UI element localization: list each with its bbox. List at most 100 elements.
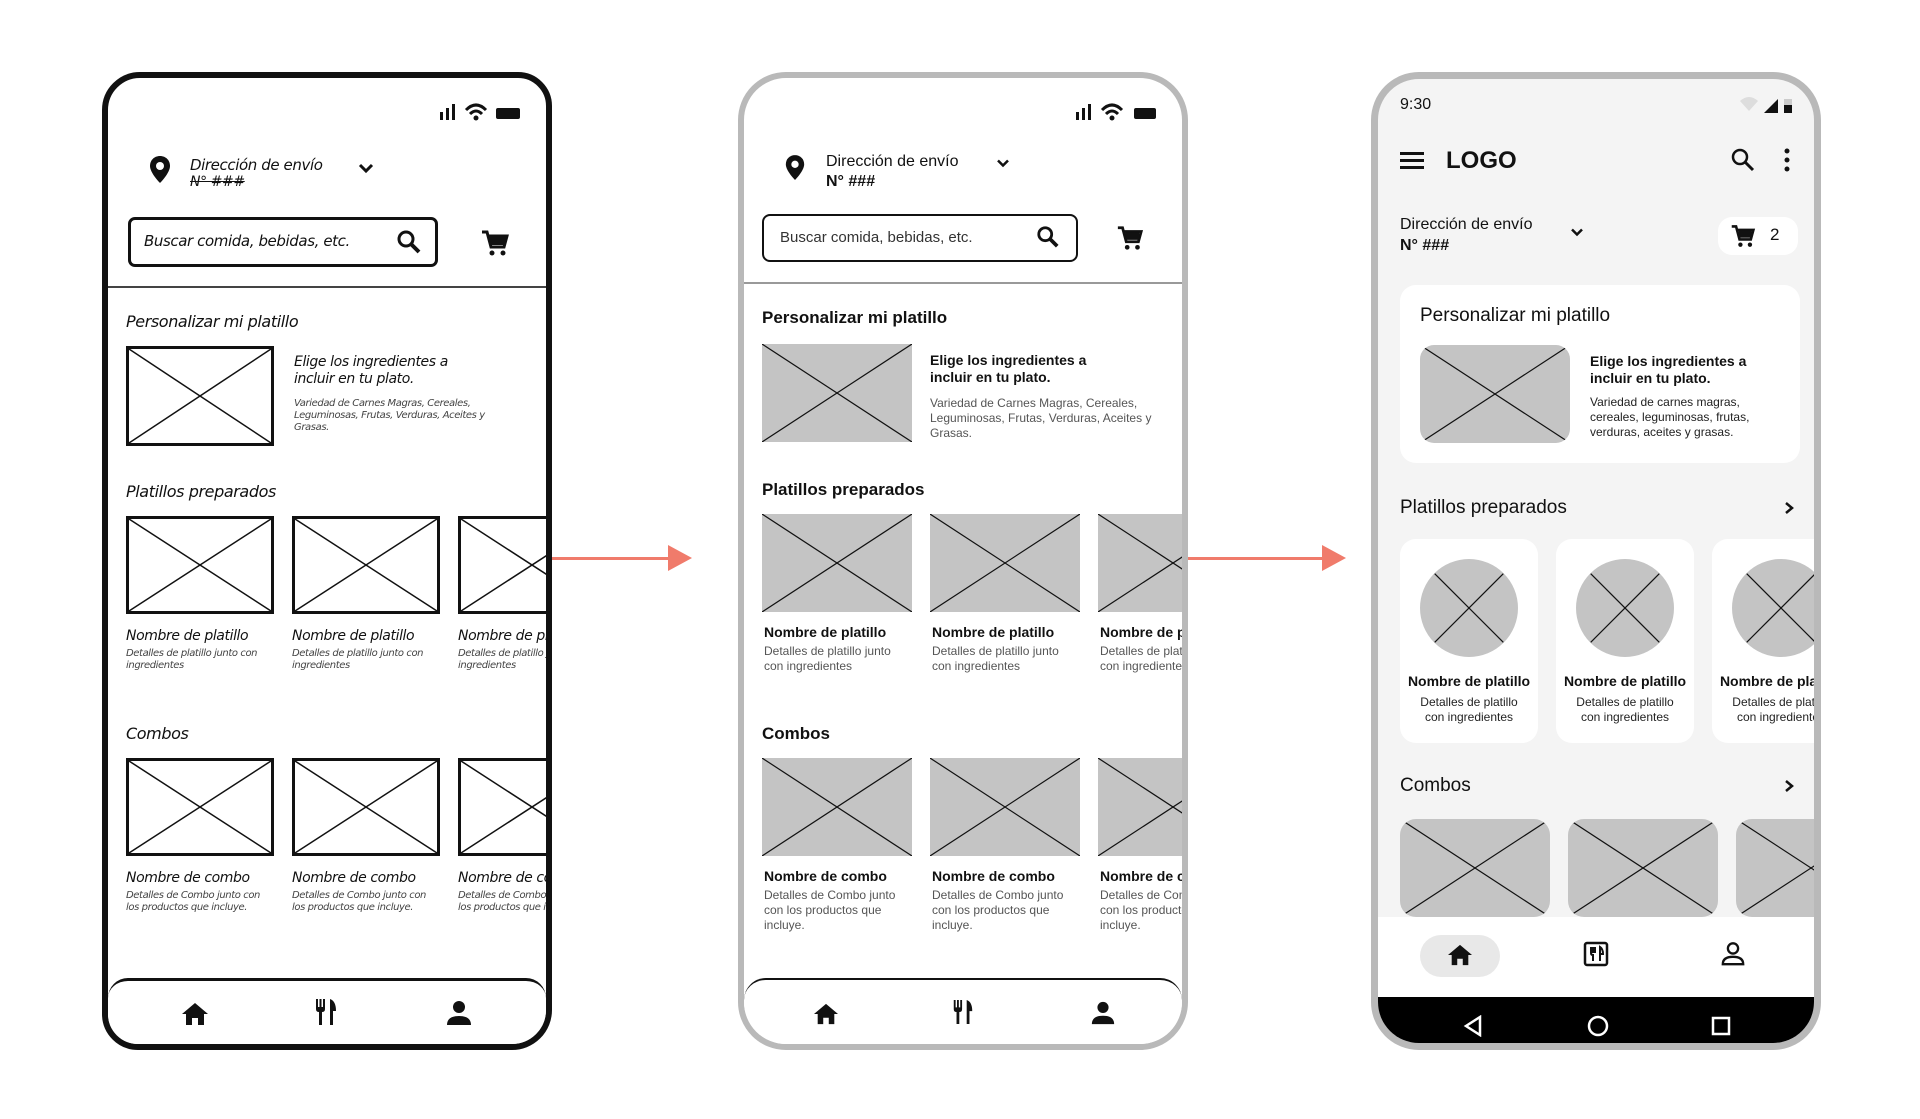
dish-desc: Detalles de platillo junto con ingredien… [1100,644,1188,673]
chevron-down-icon[interactable] [996,158,1010,168]
dish-desc: Detalles de platillo junto con ingredien… [932,644,1059,673]
more-vert-icon[interactable] [1782,147,1792,173]
combo-name: Nombre de combo [932,868,1055,884]
home-icon[interactable] [812,1002,840,1026]
location-pin-icon[interactable] [784,154,806,182]
address-label[interactable]: Dirección de envío [1400,216,1533,233]
chevron-right-icon[interactable] [1784,501,1794,515]
home-icon[interactable] [180,1001,210,1027]
status-icons [1740,97,1792,113]
combo-image-placeholder [292,758,440,856]
combo-name: Nombre de combo [1100,868,1185,884]
bottom-nav [108,978,546,1044]
dish-image-placeholder [762,514,912,612]
dish-image-placeholder [1098,514,1182,612]
combo-image-placeholder [930,758,1080,856]
address-number: N° ### [190,174,245,190]
dish-name: Nombre de platillo [292,628,415,644]
dish-desc: Detalles de platillo junto con ingredien… [292,648,424,671]
address-number: N° ### [1400,237,1450,254]
dish-image-placeholder [292,516,440,614]
combo-name: Nombre de combo [292,870,416,886]
custom-lead: Elige los ingredientes a incluir en tu p… [294,354,448,387]
address-label[interactable]: Dirección de envío [190,156,323,174]
recents-icon[interactable] [1710,1015,1732,1037]
dish-desc: Detalles de platillo con ingredientes [1732,695,1821,724]
signal-icon [440,103,520,121]
combo-name: Nombre de combo [126,870,250,886]
back-icon[interactable] [1462,1015,1484,1037]
person-icon[interactable] [445,999,473,1027]
chevron-right-icon[interactable] [1784,779,1794,793]
combo-name: Nombre de combo [458,870,552,886]
custom-lead-line1: Elige los ingredientes a [930,352,1087,368]
section-title-combos: Combos [1400,775,1471,796]
header-divider [744,282,1182,284]
cart-button[interactable] [1718,217,1798,255]
chevron-down-icon[interactable] [1570,227,1584,237]
combo-desc: Detalles de Combo junto con los producto… [292,890,426,913]
section-title-custom: Personalizar mi platillo [1420,305,1611,326]
person-icon[interactable] [1090,1000,1116,1026]
search-icon[interactable] [1036,225,1060,249]
home-icon[interactable] [1446,943,1474,967]
custom-image-placeholder [126,346,274,446]
flow-arrow-1 [546,557,671,560]
header-divider [108,286,546,288]
search-placeholder: Buscar comida, bebidas, etc. [144,232,350,250]
section-title-dishes: Platillos preparados [1400,497,1567,518]
combo-image-placeholder[interactable] [1736,819,1814,917]
chevron-down-icon[interactable] [358,162,374,174]
dish-desc: Detalles de platillo con ingredientes [1420,695,1518,724]
dish-name: Nombre de platillo [126,628,249,644]
signal-icon [1076,103,1156,121]
dish-image-placeholder [930,514,1080,612]
combo-desc: Detalles de Combo junto con los producto… [458,890,552,913]
dish-image-placeholder [126,516,274,614]
custom-lead-line2: incluir en tu plato. [1590,370,1711,386]
person-icon[interactable] [1720,941,1746,967]
custom-desc: Variedad de carnes magras, cereales, leg… [1590,395,1750,439]
section-title-dishes: Platillos preparados [762,480,925,499]
location-pin-icon[interactable] [148,155,172,185]
custom-lead-line1: Elige los ingredientes a [1590,353,1747,369]
custom-image-placeholder [1420,345,1570,443]
section-title-dishes: Platillos preparados [126,482,276,501]
search-icon[interactable] [1730,147,1756,173]
dish-name: Nombre de platillo [1407,673,1531,689]
combo-image-placeholder[interactable] [1568,819,1718,917]
dish-desc: Detalles de platillo con ingredientes [1576,695,1674,724]
custom-desc: Variedad de Carnes Magras, Cereales, Leg… [930,396,1152,440]
hamburger-icon[interactable] [1400,150,1426,170]
search-bar[interactable] [128,217,438,267]
app-logo[interactable]: LOGO [1446,147,1517,174]
dish-desc: Detalles de platillo junto con ingredien… [126,648,258,671]
dish-name: Nombre de platillo [932,624,1055,640]
section-title-custom: Personalizar mi platillo [126,312,299,331]
dish-name: Nombre de platillo [1719,673,1821,689]
combo-desc: Detalles de Combo junto con los producto… [1100,888,1188,932]
address-label[interactable]: Dirección de envío [826,153,959,170]
cart-icon[interactable] [480,228,510,258]
cart-icon[interactable] [1730,223,1756,249]
dish-name: Nombre de platillo [1563,673,1687,689]
combo-image-placeholder [458,758,546,856]
combo-image-placeholder[interactable] [1400,819,1550,917]
status-time: 9:30 [1400,96,1432,113]
home-circle-icon[interactable] [1586,1014,1610,1038]
restaurant-icon[interactable] [951,998,975,1026]
dish-image-placeholder [1420,559,1518,657]
dish-image-placeholder [1576,559,1674,657]
cart-icon[interactable] [1116,224,1144,252]
section-title-combos: Combos [762,724,830,743]
search-bar[interactable] [762,214,1078,262]
combo-image-placeholder [1098,758,1182,856]
dish-name: Nombre de platillo [1100,624,1186,640]
custom-desc: Variedad de Carnes Magras, Cereales, Leg… [294,398,485,433]
menu-book-icon[interactable] [1583,941,1609,967]
combo-name: Nombre de combo [764,868,887,884]
flow-arrowhead-2 [1322,545,1346,571]
search-icon[interactable] [396,229,422,255]
restaurant-icon[interactable] [313,997,339,1027]
custom-lead-line2: incluir en tu plato. [930,369,1051,385]
